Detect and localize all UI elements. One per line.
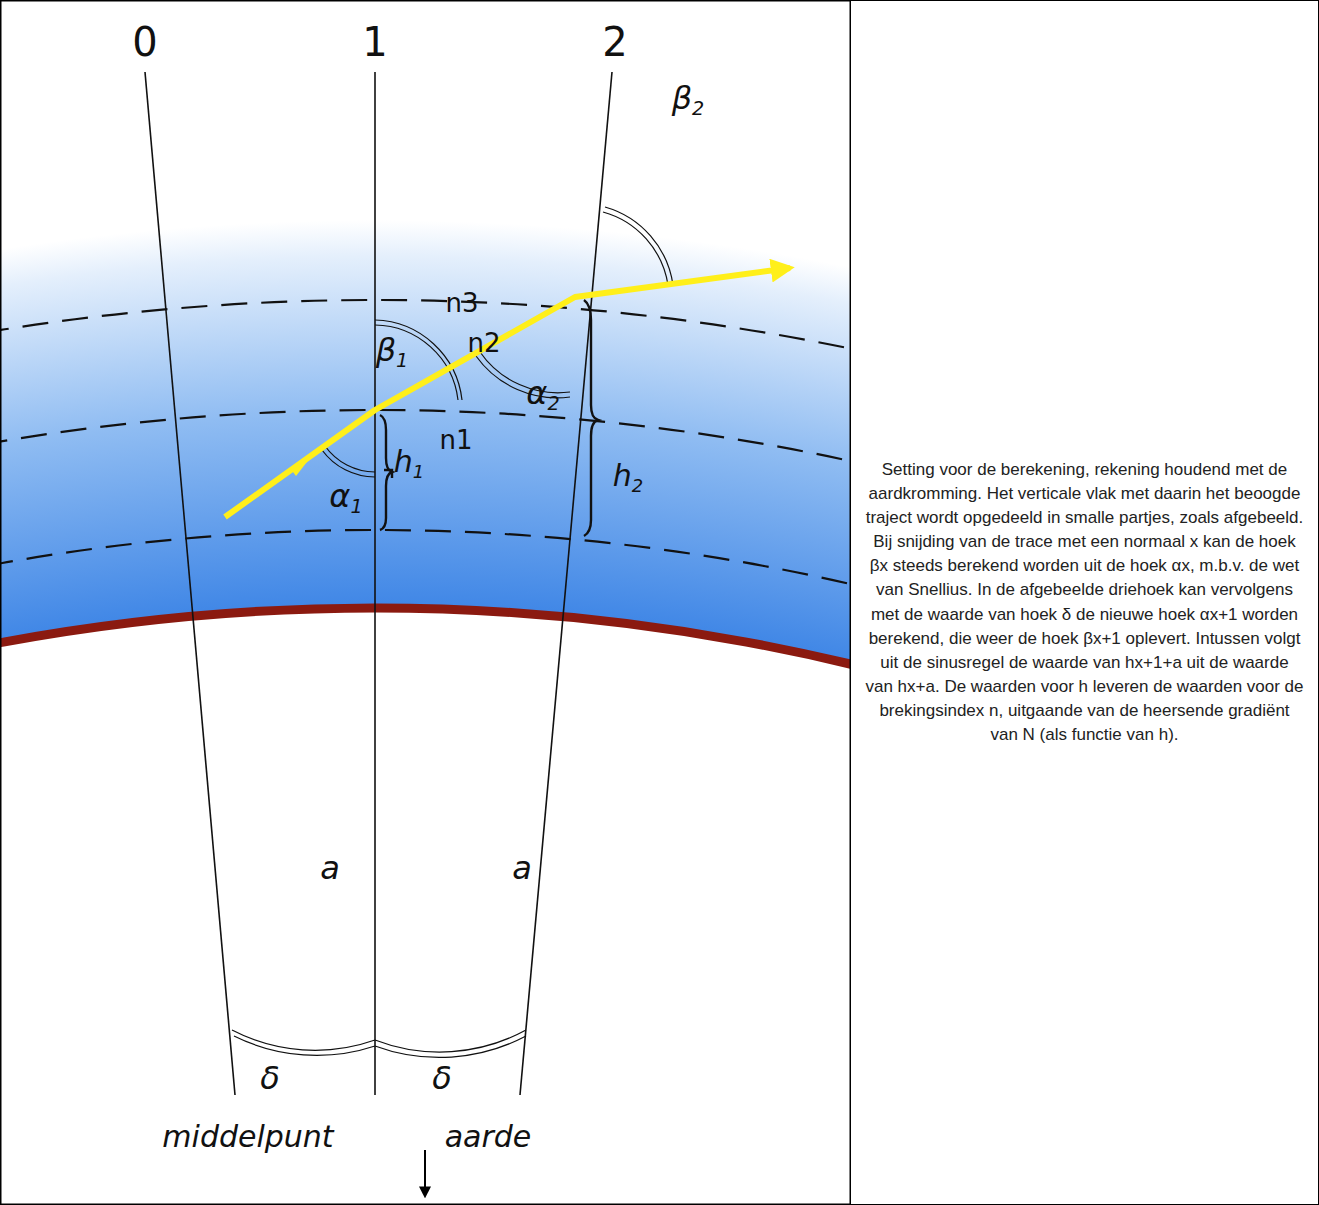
normal-number: 1 (362, 22, 387, 62)
normals (145, 72, 612, 1095)
symbol-label: h1 (394, 447, 424, 481)
angle-arcs (232, 207, 673, 1057)
atmosphere (1, 220, 850, 1204)
symbol-label: β2 (672, 82, 705, 119)
symbol-label: α2 (526, 377, 559, 414)
symbol-label: δ (432, 1062, 452, 1094)
symbol-label: a (512, 852, 532, 884)
symbol-label: α1 (329, 480, 362, 517)
normal-number: 0 (132, 22, 157, 62)
description-cell: Setting voor de berekening, rekening hou… (850, 0, 1319, 1205)
normal-number: 2 (602, 22, 627, 62)
symbol-label: β1 (376, 334, 409, 371)
center-label: aarde (445, 1122, 532, 1152)
height-brackets (380, 300, 598, 536)
symbol-label: n2 (467, 330, 500, 356)
cell-border (1, 1, 851, 1205)
ray-path (225, 268, 790, 517)
symbol-label: n1 (439, 427, 472, 453)
earth-surface (1, 608, 850, 1204)
description-text: Setting voor de berekening, rekening hou… (865, 458, 1305, 748)
symbol-label: h2 (613, 461, 643, 495)
down-arrow (424, 1150, 426, 1196)
symbol-label: a (320, 852, 340, 884)
symbol-label: δ (260, 1062, 280, 1094)
symbol-label: n3 (445, 290, 478, 316)
ray-arrow (290, 458, 310, 476)
layer-boundaries (1, 300, 850, 1204)
center-label: middelpunt (162, 1122, 333, 1152)
earth-inside (1, 610, 850, 1204)
